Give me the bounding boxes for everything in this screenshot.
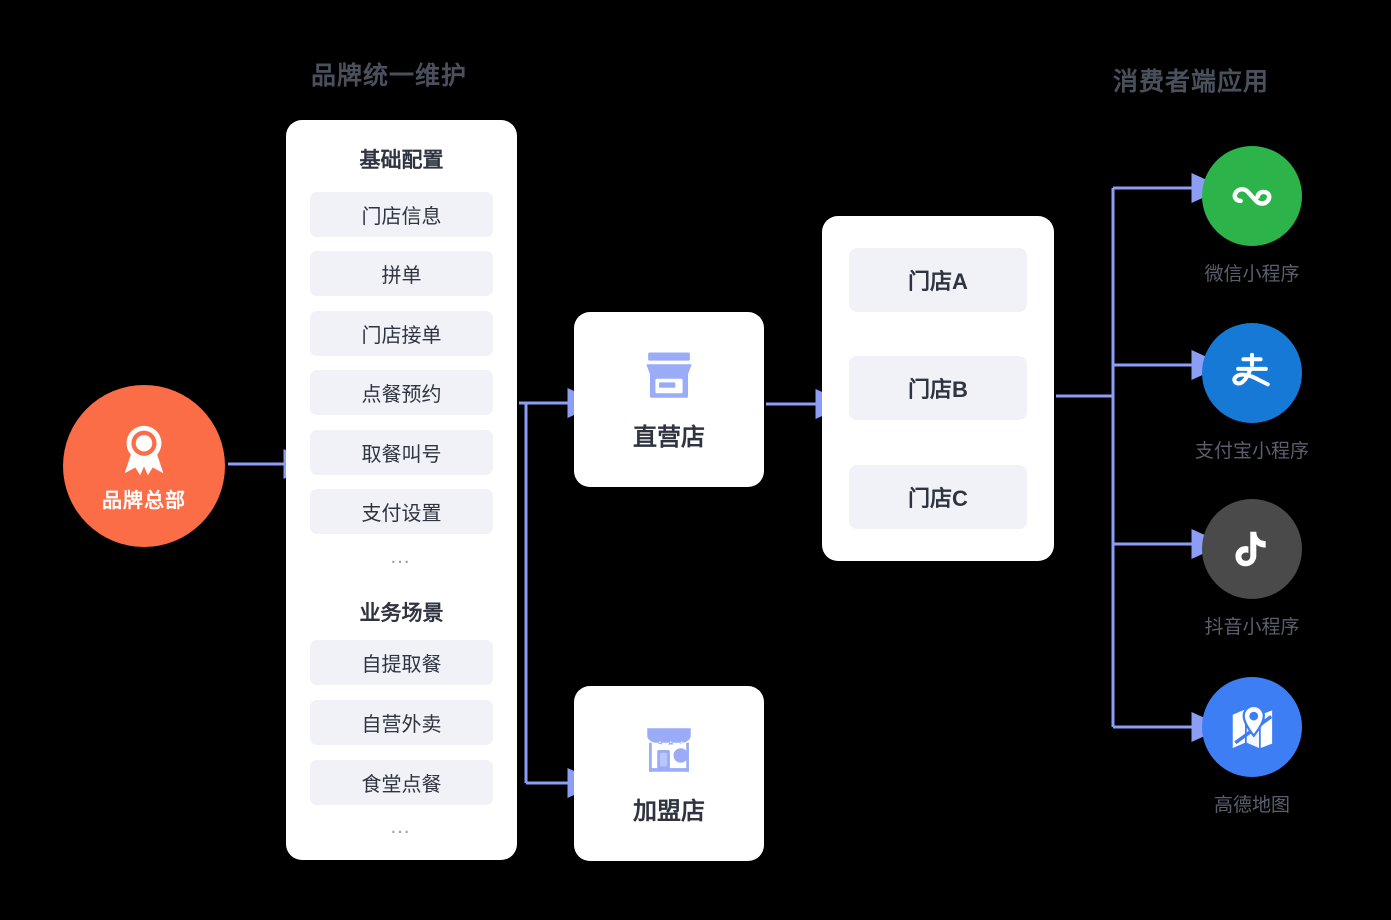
consumer-app-amap[interactable]: 高德地图 bbox=[1202, 677, 1302, 817]
store-type-label-franchise: 加盟店 bbox=[633, 798, 705, 825]
store-item-c[interactable]: 门店C bbox=[849, 465, 1027, 529]
storefront-icon bbox=[646, 352, 692, 398]
section-title-scenes: 业务场景 bbox=[359, 602, 444, 625]
consumer-app-label-alipay: 支付宝小程序 bbox=[1195, 441, 1310, 462]
amap-bubble bbox=[1202, 677, 1302, 777]
wechat-miniprogram-icon bbox=[1232, 187, 1272, 206]
medal-icon bbox=[124, 425, 164, 476]
store-item-a[interactable]: 门店A bbox=[849, 248, 1027, 312]
consumer-app-alipay[interactable]: 支付宝小程序 bbox=[1195, 323, 1309, 463]
config-item-self-pickup[interactable]: 自提取餐 bbox=[310, 640, 493, 685]
brand-hq-label: 品牌总部 bbox=[102, 490, 186, 512]
config-more-scenes: … bbox=[389, 815, 414, 838]
brand-hq-node[interactable]: 品牌总部 bbox=[63, 385, 225, 547]
store-type-label-direct: 直营店 bbox=[633, 424, 705, 451]
config-item-order-reserve[interactable]: 点餐预约 bbox=[310, 370, 493, 415]
config-item-store-info[interactable]: 门店信息 bbox=[310, 192, 493, 237]
amap-icon bbox=[1232, 704, 1273, 748]
config-item-payment-settings[interactable]: 支付设置 bbox=[310, 489, 493, 534]
douyin-icon bbox=[1235, 531, 1266, 567]
awning-shop-icon bbox=[647, 728, 691, 772]
config-item-group-order[interactable]: 拼单 bbox=[310, 251, 493, 296]
alipay-icon bbox=[1232, 352, 1270, 387]
column-header-consumer: 消费者端应用 bbox=[1113, 68, 1270, 96]
store-type-card-direct[interactable]: 直营店 bbox=[574, 312, 764, 487]
column-header-brand: 品牌统一维护 bbox=[311, 62, 468, 90]
config-item-canteen-order[interactable]: 食堂点餐 bbox=[310, 760, 493, 805]
consumer-app-label-wechat: 微信小程序 bbox=[1204, 264, 1300, 285]
config-item-pickup-call[interactable]: 取餐叫号 bbox=[310, 430, 493, 475]
consumer-app-label-douyin: 抖音小程序 bbox=[1204, 617, 1300, 638]
consumer-app-label-amap: 高德地图 bbox=[1213, 795, 1290, 816]
douyin-bubble bbox=[1202, 499, 1302, 599]
config-panel: 基础配置 门店信息 拼单 门店接单 点餐预约 取餐叫号 支付设置 … 业务场景 … bbox=[286, 120, 517, 860]
config-item-store-accept[interactable]: 门店接单 bbox=[310, 311, 493, 356]
stores-panel: 门店A 门店B 门店C bbox=[822, 216, 1054, 561]
config-item-self-delivery[interactable]: 自营外卖 bbox=[310, 700, 493, 745]
section-title-basic: 基础配置 bbox=[359, 149, 444, 172]
config-more-basic: … bbox=[389, 545, 414, 568]
consumer-app-wechat[interactable]: 微信小程序 bbox=[1202, 146, 1302, 286]
wechat-bubble bbox=[1202, 146, 1302, 246]
consumer-app-douyin[interactable]: 抖音小程序 bbox=[1202, 499, 1302, 639]
store-type-card-franchise[interactable]: 加盟店 bbox=[574, 686, 764, 861]
store-item-b[interactable]: 门店B bbox=[849, 356, 1027, 420]
alipay-bubble bbox=[1202, 323, 1302, 423]
